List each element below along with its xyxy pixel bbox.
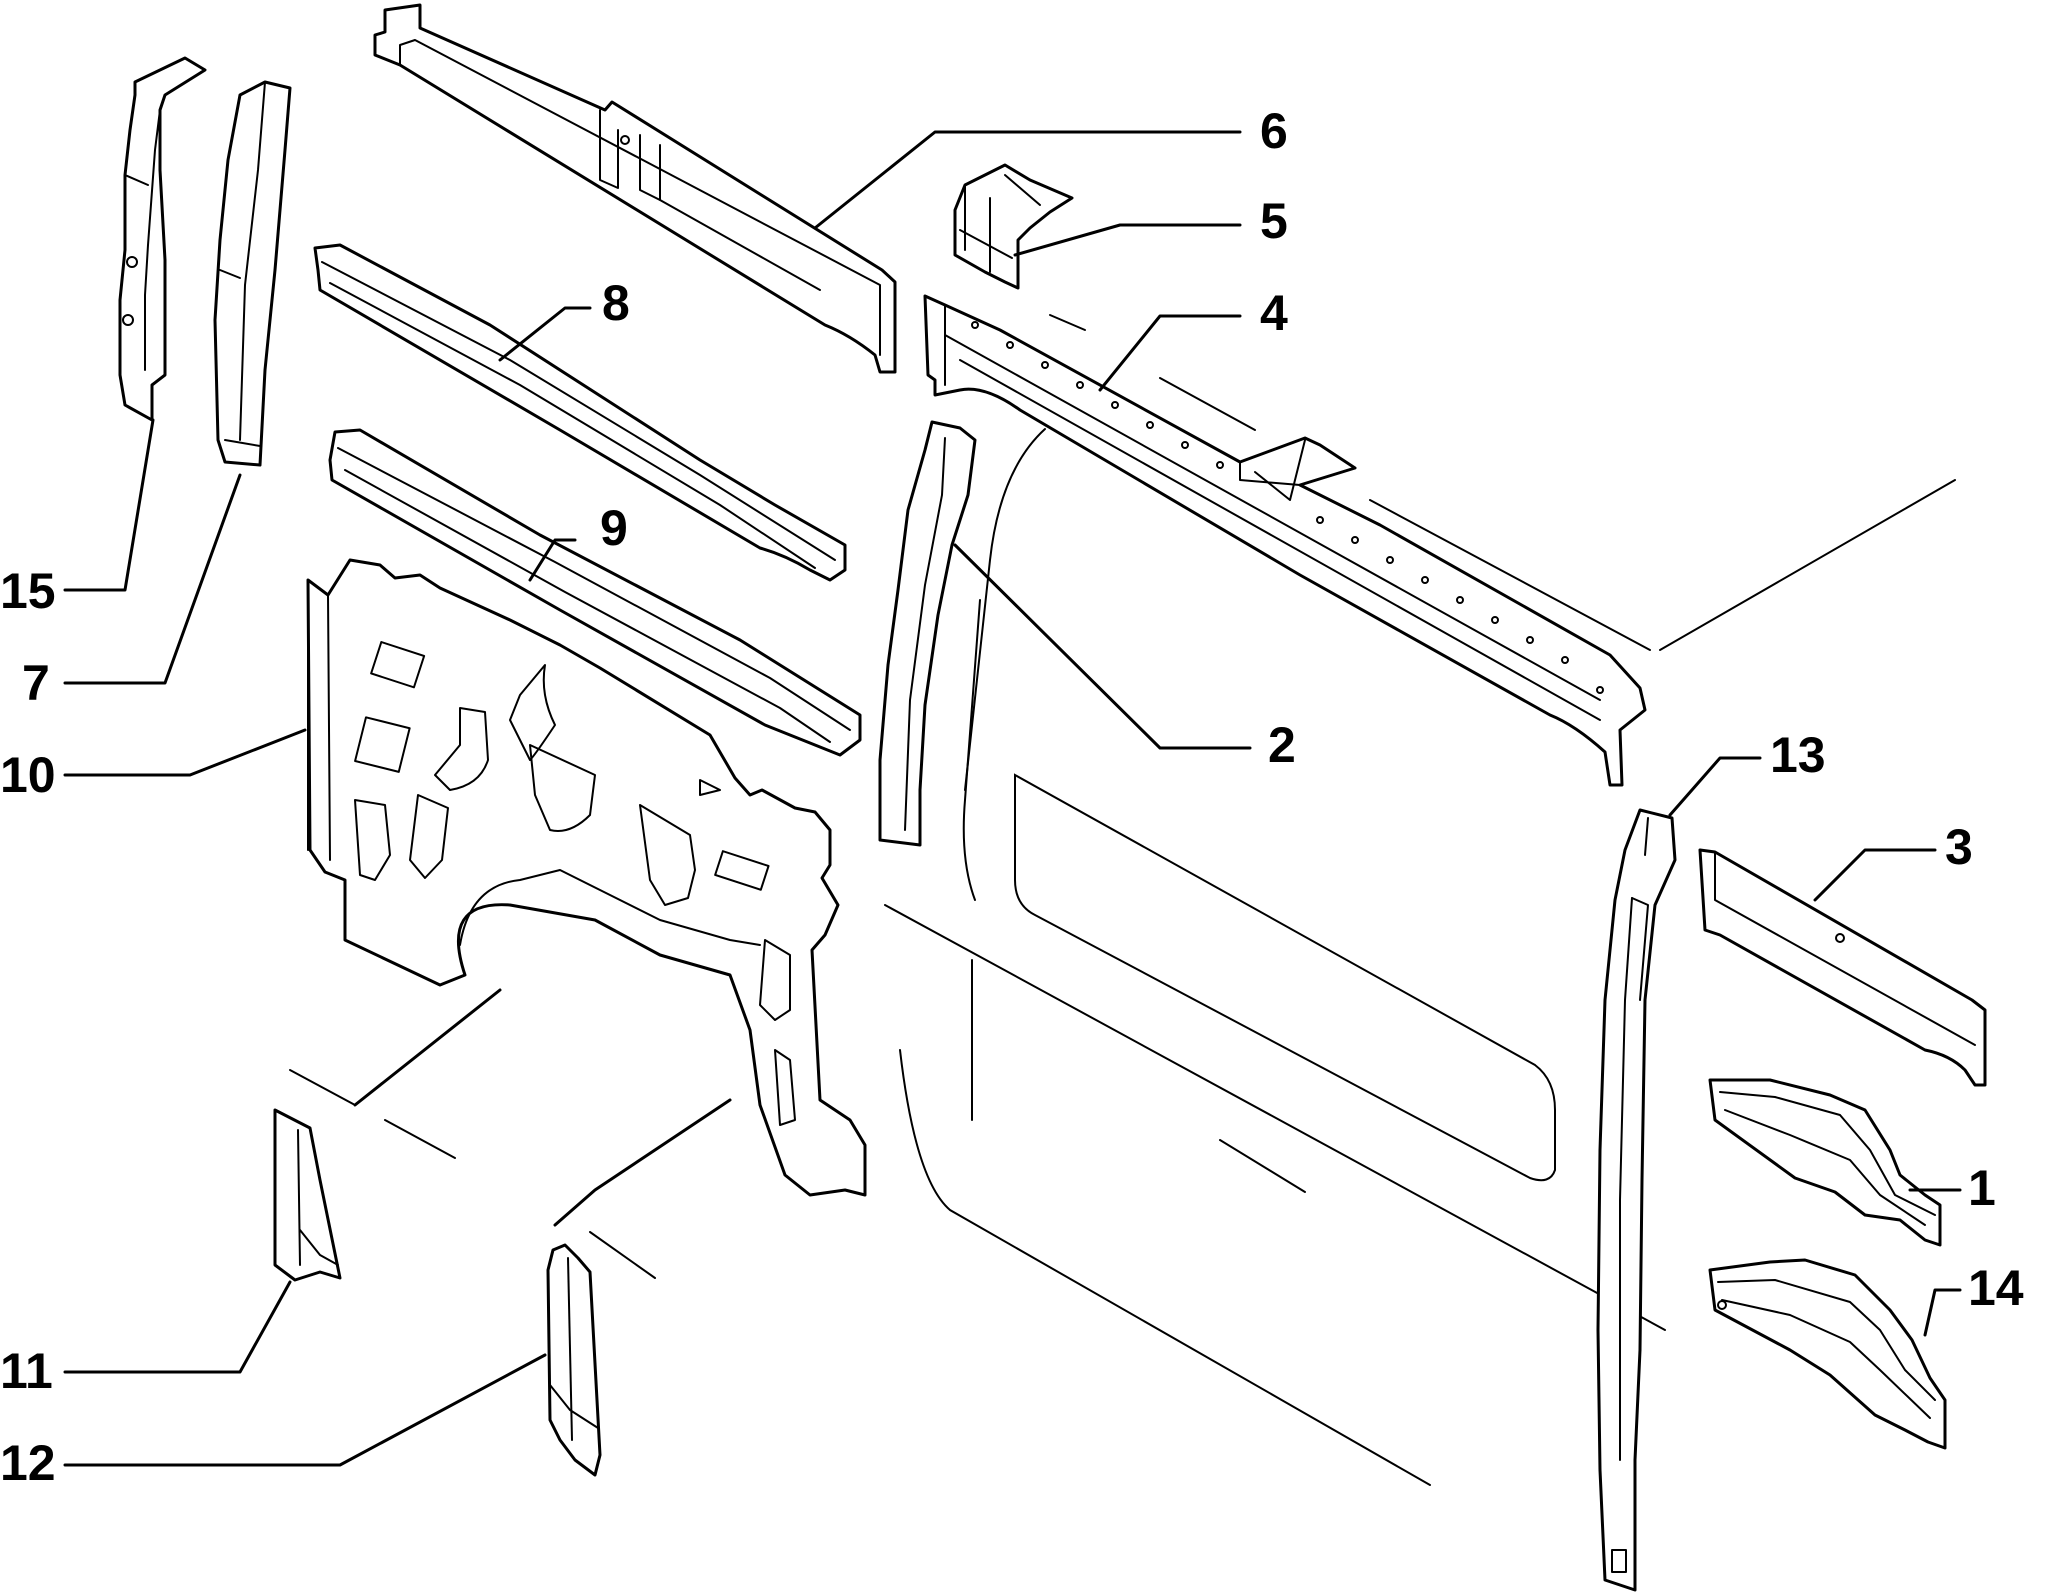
leader-lines — [63, 130, 1962, 1467]
callout-10: 10 — [0, 747, 56, 803]
part-11-lower-bracket — [273, 1108, 342, 1282]
leader-14 — [1923, 1288, 1962, 1337]
callout-14: 14 — [1968, 1260, 2024, 1316]
part-1-cross-member — [1708, 1078, 1942, 1247]
roof-rail-holes — [971, 321, 1604, 694]
callout-12: 12 — [0, 1435, 56, 1491]
callout-11: 11 — [0, 1343, 53, 1399]
callout-3: 3 — [1945, 819, 1973, 875]
part-10-inner-side-panel — [306, 558, 867, 1197]
leader-6 — [813, 130, 1242, 230]
leader-9 — [528, 538, 577, 582]
part-7-pillar-reinforcement — [213, 80, 292, 467]
leader-11 — [63, 1280, 292, 1374]
part-14-cross-member — [1708, 1258, 1947, 1450]
leader-15 — [63, 418, 155, 592]
leader-3 — [1813, 848, 1937, 902]
callout-6: 6 — [1260, 103, 1288, 159]
leader-4 — [1098, 314, 1242, 392]
callout-4: 4 — [1260, 285, 1288, 341]
part-12-lower-bracket — [546, 1243, 602, 1477]
callout-7: 7 — [22, 655, 50, 711]
part-5-bracket — [953, 163, 1074, 290]
callout-13: 13 — [1770, 727, 1826, 783]
callout-labels: 6 5 4 8 9 2 13 3 1 14 15 7 10 11 12 — [0, 103, 2024, 1491]
callout-15: 15 — [0, 563, 56, 619]
leader-10 — [63, 728, 307, 777]
vehicle-body-outline — [289, 314, 1956, 1486]
part-15-pillar-bracket — [118, 56, 207, 422]
callout-8: 8 — [602, 275, 630, 331]
part-3-rear-cross-rail — [1698, 848, 1987, 1087]
leader-12 — [63, 1353, 547, 1467]
leader-7 — [63, 473, 242, 685]
callout-9: 9 — [600, 500, 628, 556]
leader-5 — [1013, 223, 1242, 257]
leader-10b — [353, 988, 502, 1107]
leader-2 — [953, 543, 1252, 750]
part-9-side-rail — [328, 428, 862, 757]
leader-13 — [1668, 756, 1762, 817]
part-2-door-pillar — [878, 420, 977, 847]
leader-10c — [553, 1098, 732, 1227]
callout-2: 2 — [1268, 717, 1296, 773]
part-4-roof-rail — [923, 294, 1647, 787]
part-8-side-rail — [313, 243, 847, 582]
leader-8 — [498, 306, 592, 362]
callout-5: 5 — [1260, 193, 1288, 249]
part-13-rear-pillar — [1596, 808, 1677, 1592]
callout-1: 1 — [1968, 1160, 1996, 1216]
part-6-upper-rail — [373, 3, 897, 374]
